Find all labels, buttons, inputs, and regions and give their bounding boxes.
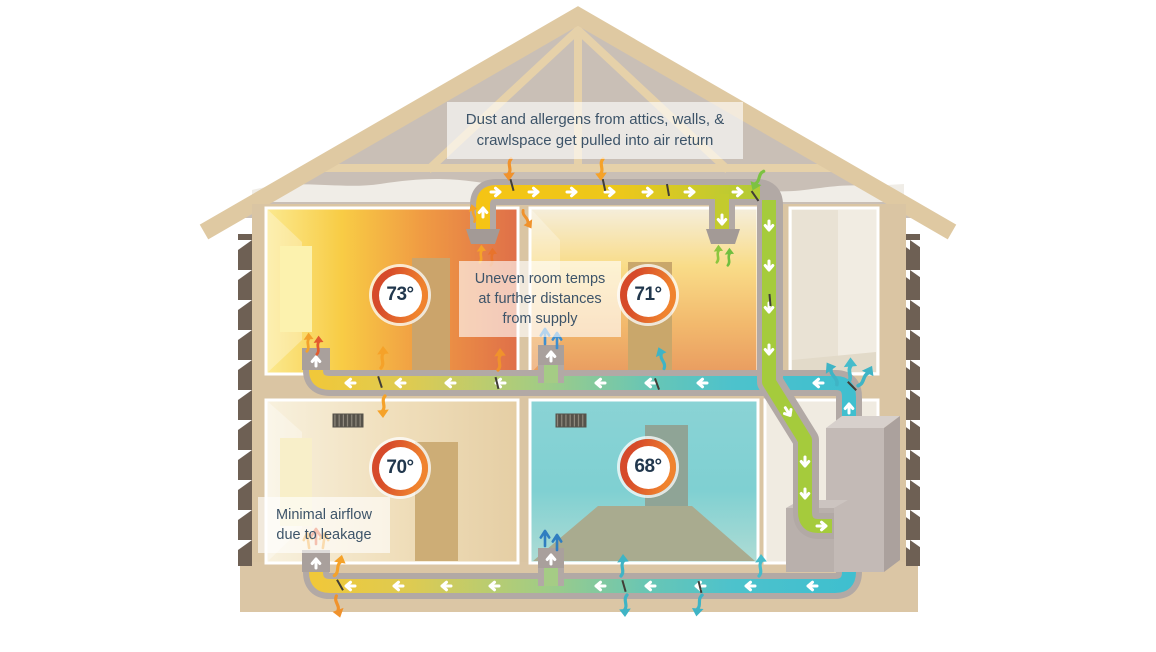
temp-value: 68° (626, 445, 670, 489)
temp-badge-upper-left: 73° (372, 267, 428, 323)
closet-upper-right (788, 206, 880, 376)
wall-vent-icon (332, 413, 364, 428)
callout-line: due to leakage (276, 527, 372, 543)
floor-shading (533, 506, 755, 561)
temp-badge-lower-right: 68° (620, 439, 676, 495)
temp-badge-lower-left: 70° (372, 440, 428, 496)
siding-left (238, 234, 252, 566)
ceiling-register (466, 229, 500, 244)
room-lower-right (528, 398, 760, 565)
callout-line: Minimal airflow (276, 507, 372, 523)
callout-line: from supply (502, 311, 578, 327)
callout-dust-return: Dust and allergens from attics, walls, &… (447, 102, 743, 160)
wall-vent-icon (555, 413, 587, 428)
temp-value: 70° (378, 446, 422, 490)
callout-line: Uneven room temps (474, 271, 606, 287)
callout-line: Dust and allergens from attics, walls, & (465, 111, 725, 128)
callout-minimal-airflow: Minimal airflow due to leakage (258, 497, 390, 553)
temp-value: 73° (378, 273, 422, 317)
temp-badge-upper-right: 71° (620, 267, 676, 323)
supply-duct-crawlspace (302, 548, 862, 599)
ceiling-register (706, 229, 740, 244)
callout-line: at further distances (478, 291, 602, 307)
callout-uneven-temps: Uneven room temps at further distances f… (459, 261, 621, 337)
window (280, 246, 312, 332)
temp-value: 71° (626, 273, 670, 317)
roof (199, 6, 957, 240)
callout-line: crawlspace get pulled into air return (476, 131, 714, 149)
siding-right (906, 234, 920, 566)
